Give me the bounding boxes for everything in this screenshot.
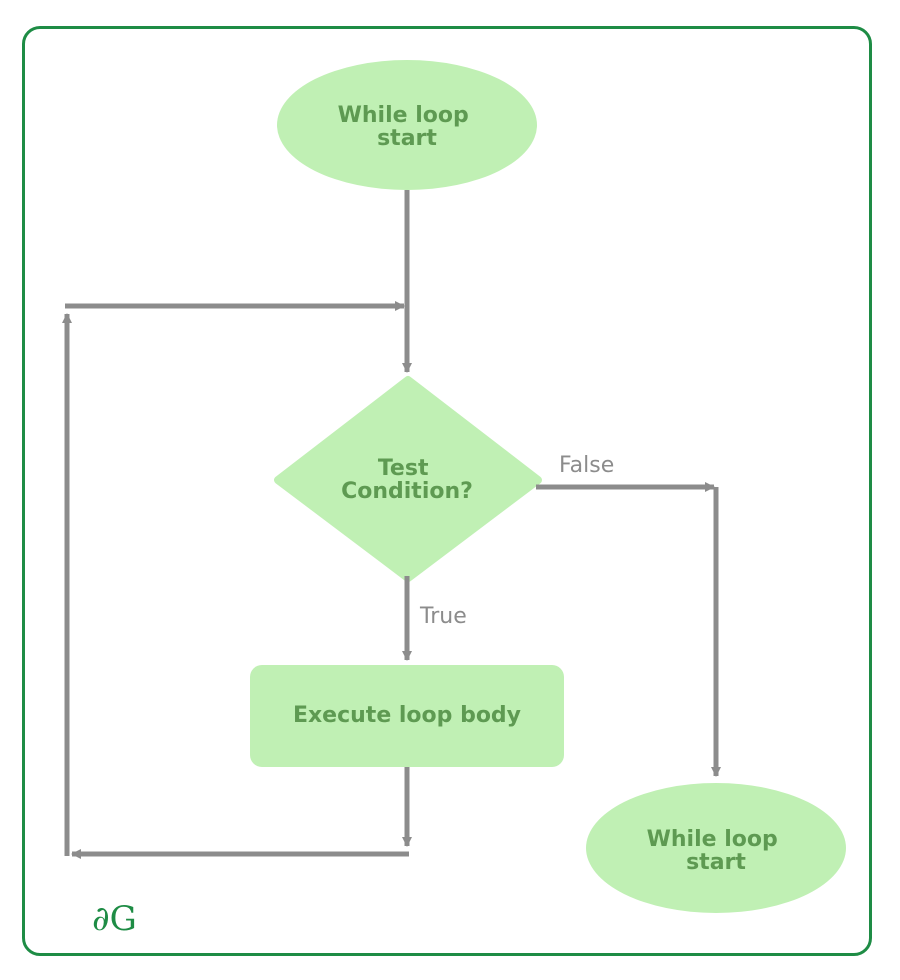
diagram-frame [22, 26, 872, 956]
body-node: Execute loop body [250, 665, 564, 767]
condition-node: Test Condition? [274, 376, 542, 582]
geeksforgeeks-logo: ∂G [92, 899, 137, 939]
svg-text:While loop start: While loop start [338, 103, 477, 151]
true-label: True [419, 604, 467, 629]
body-node-label: Execute loop body [293, 703, 521, 728]
svg-text:Test Condition?: Test Condition? [341, 456, 473, 504]
false-label: False [559, 453, 614, 478]
end-node-line-1: While loop [647, 827, 778, 852]
condition-node-line-1: Test [378, 456, 429, 481]
end-node: While loop start [586, 783, 846, 913]
svg-text:While loop start: While loop start [647, 827, 786, 875]
logo-text: ∂G [92, 899, 137, 939]
start-node-line-2: start [377, 126, 437, 151]
start-node-line-1: While loop [338, 103, 469, 128]
start-node: While loop start [277, 60, 537, 190]
end-node-line-2: start [686, 850, 746, 875]
condition-node-line-2: Condition? [341, 479, 473, 504]
